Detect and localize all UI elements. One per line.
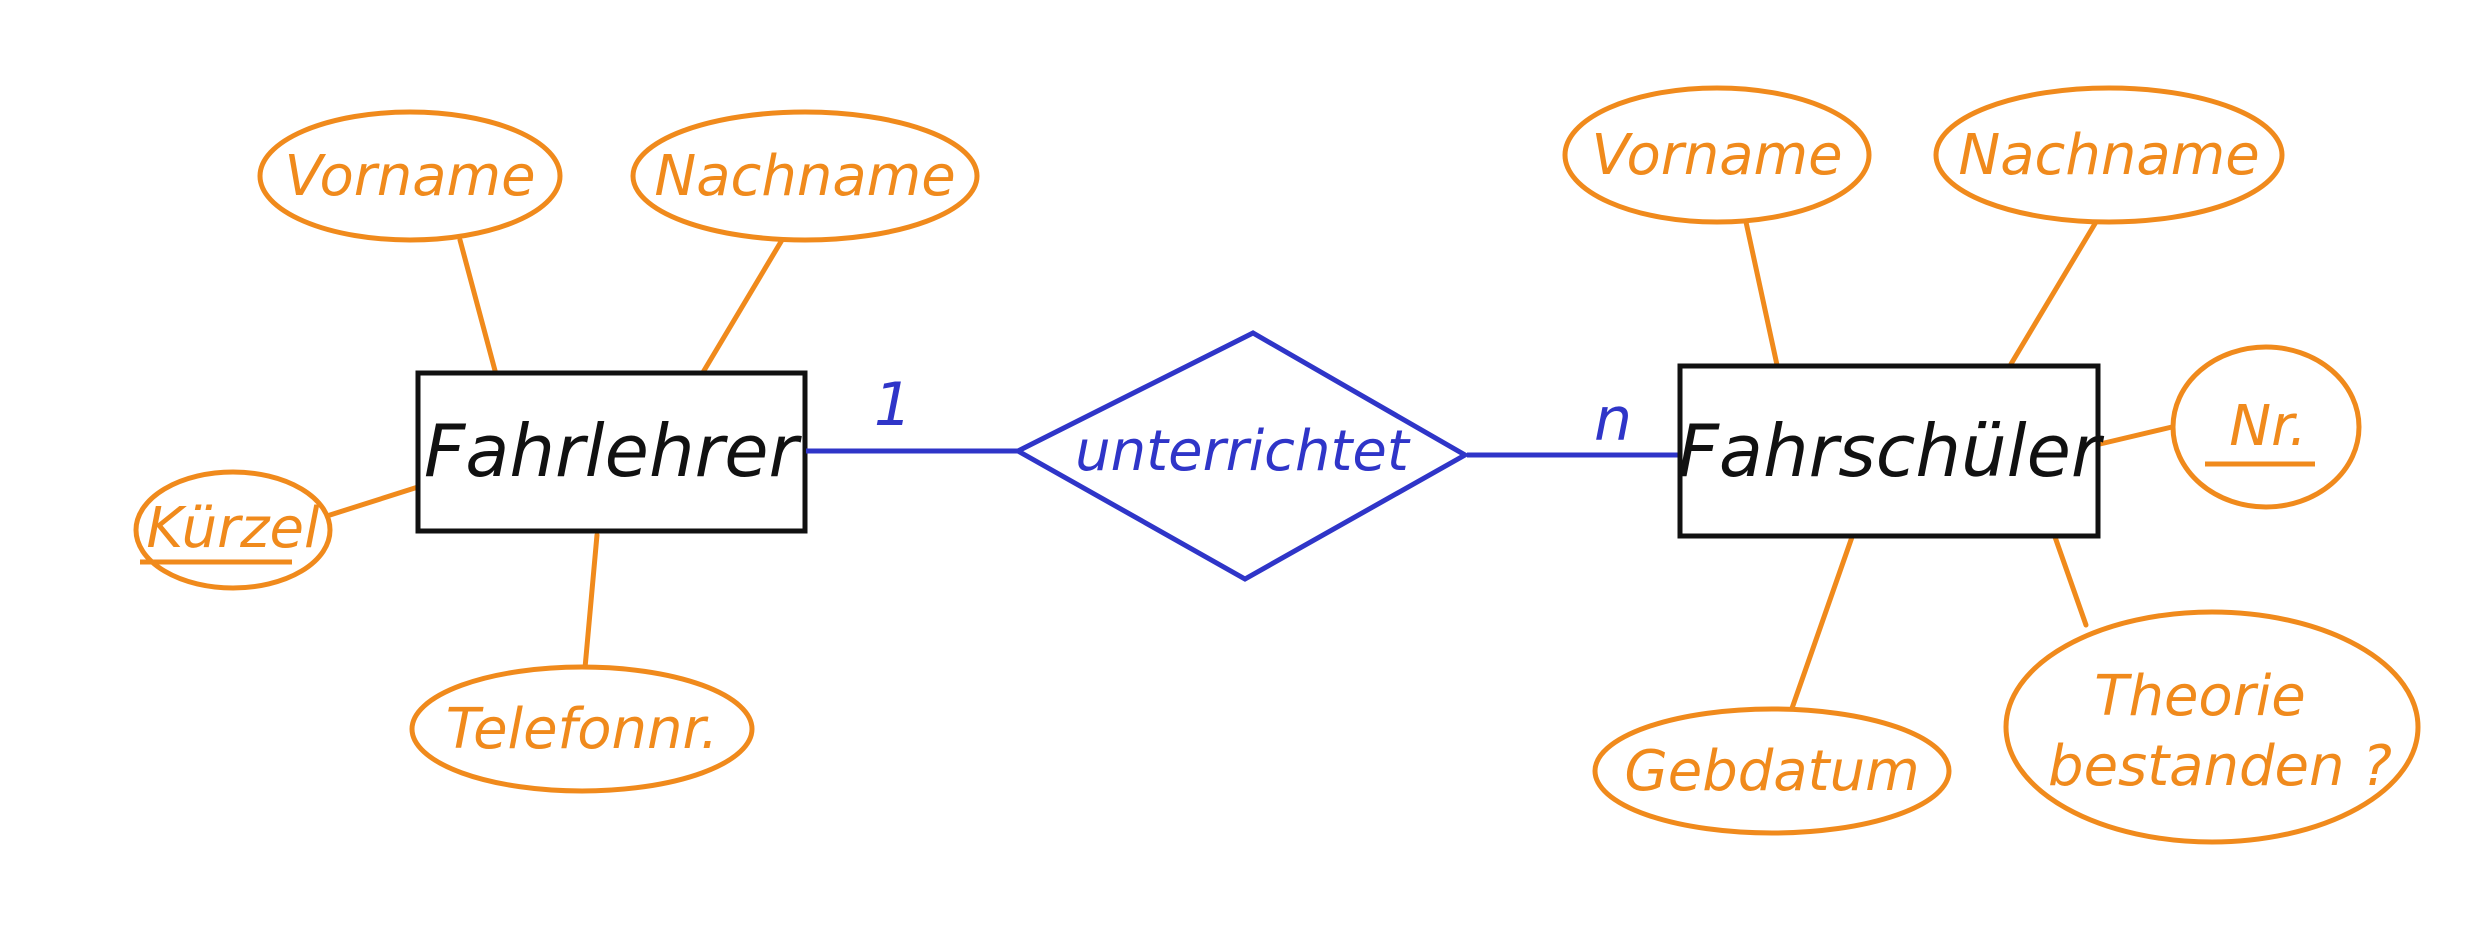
- connector-fahrschueler-nachname: [2008, 219, 2099, 367]
- cardinality-left: 1: [874, 370, 912, 440]
- connector-fahrlehrer-telefon: [582, 532, 600, 671]
- relationship-group: unterrichtet 1 n: [806, 330, 1680, 582]
- attribute-label-line2: bestanden ?: [2048, 734, 2392, 799]
- connector-fahrschueler-nr: [2097, 424, 2175, 447]
- attribute-label-line1: Theorie: [2094, 664, 2305, 729]
- connector-fahrlehrer-vorname: [457, 237, 500, 381]
- attribute-kuerzel-left: Kürzel: [133, 469, 333, 591]
- entity-label-fahrschueler: Fahrschüler: [1677, 409, 2104, 493]
- entity-fahrschueler-group: Vorname Nachname Nr. Gebdatum Theorie be…: [1562, 85, 2421, 845]
- relationship-diamond: [1012, 330, 1471, 582]
- attribute-label: Telefonnr.: [446, 697, 718, 762]
- attribute-vorname-left: Vorname: [257, 109, 563, 243]
- attribute-label: Vorname: [284, 144, 535, 209]
- attribute-label: Gebdatum: [1624, 739, 1919, 804]
- entity-box-fahrlehrer: [415, 370, 808, 534]
- entity-fahrlehrer-group: Vorname Nachname Kürzel Telefonnr. Fahrl…: [133, 109, 980, 794]
- connector-fahrlehrer-nachname: [699, 237, 785, 377]
- attribute-label: Nachname: [1958, 123, 2259, 188]
- attribute-gebdatum-right: Gebdatum: [1592, 706, 1952, 836]
- attribute-vorname-right: Vorname: [1562, 85, 1872, 225]
- cardinality-right: n: [1594, 385, 1632, 455]
- attribute-nachname-left: Nachname: [630, 109, 980, 243]
- connector-fahrschueler-gebdatum: [1787, 534, 1855, 717]
- entity-label-fahrlehrer: Fahrlehrer: [424, 409, 803, 493]
- connector-fahrschueler-theorie: [2052, 534, 2089, 628]
- attribute-nr-right: Nr.: [2170, 344, 2362, 510]
- key-attribute-label: Kürzel: [146, 496, 320, 561]
- entity-box-fahrschueler: [1677, 363, 2101, 539]
- attribute-telefon-left: Telefonnr.: [409, 664, 755, 794]
- relationship-label: unterrichtet: [1075, 419, 1411, 484]
- connector-fahrschueler-vorname: [1743, 219, 1780, 368]
- attribute-label: Vorname: [1591, 123, 1842, 188]
- key-attribute-label: Nr.: [2229, 394, 2307, 459]
- attribute-theorie-right: Theorie bestanden ?: [2003, 609, 2421, 845]
- connector-fahrlehrer-kuerzel: [327, 484, 421, 518]
- attribute-nachname-right: Nachname: [1933, 85, 2285, 225]
- attribute-label: Nachname: [654, 144, 955, 209]
